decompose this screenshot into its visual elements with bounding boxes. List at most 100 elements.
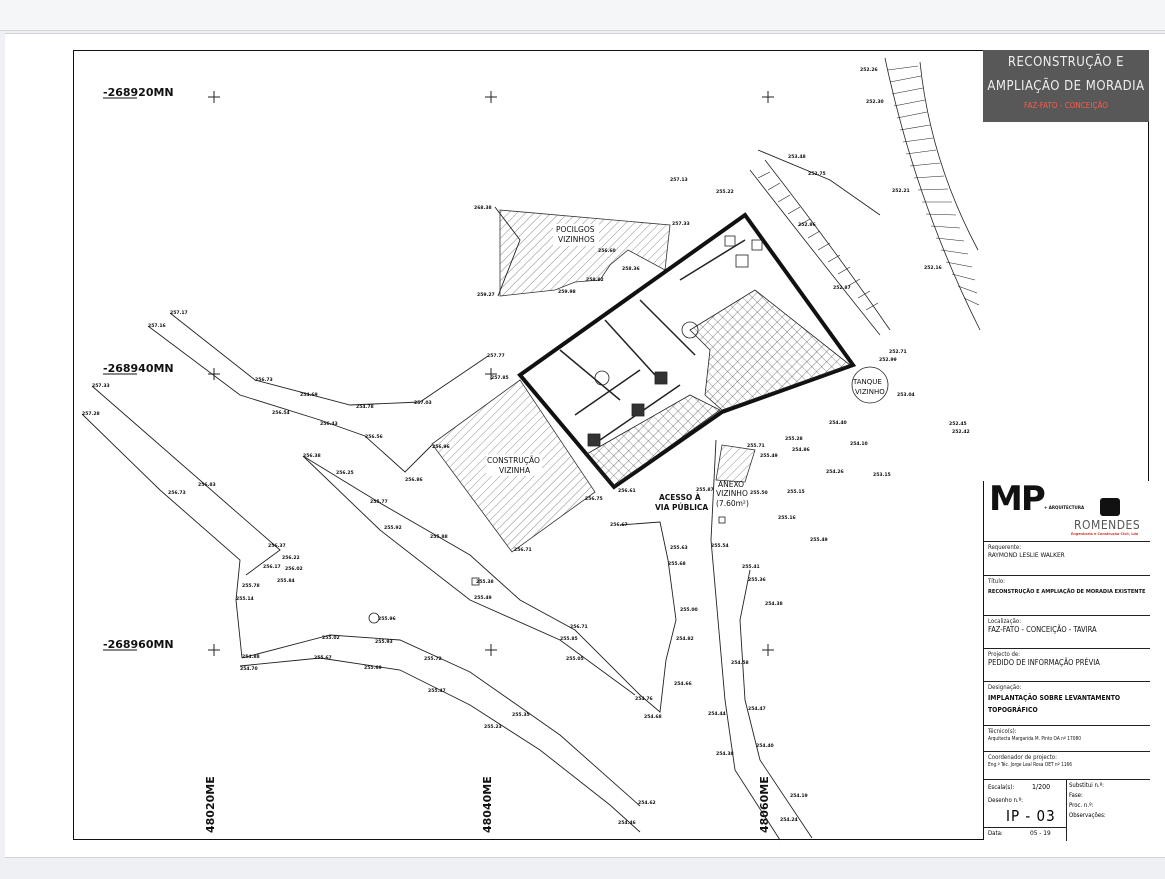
spot-level: 252.16 — [924, 265, 942, 271]
spot-level: 255.93 — [375, 639, 393, 645]
spot-level: 252.26 — [860, 67, 878, 73]
spot-level: 255.71 — [747, 443, 765, 449]
grid-crosses — [208, 91, 774, 656]
localizacao-value: FAZ-FATO - CONCEIÇÃO - TAVIRA — [988, 625, 1097, 634]
spot-level: 255.96 — [378, 616, 396, 622]
fase-label: Fase: — [1069, 792, 1083, 799]
spot-level: 254.68 — [644, 714, 662, 720]
spot-level: 255.67 — [314, 655, 332, 661]
designacao-line-1: IMPLANTAÇÃO SOBRE LEVANTAMENTO — [988, 694, 1121, 702]
substitui-label: Substitui n.º: — [1069, 782, 1104, 789]
spot-level: 255.00 — [680, 607, 698, 613]
spot-level: 255.69 — [364, 665, 382, 671]
company-sub: + ARQUITECTURA — [1044, 506, 1085, 511]
spot-level: 255.85 — [560, 636, 578, 642]
spot-level: 252.45 — [949, 421, 967, 427]
north-label-3: -268960MN — [103, 638, 174, 651]
spot-level: 256.71 — [570, 624, 588, 630]
spot-level: 256.25 — [336, 470, 354, 476]
spot-level: 252.71 — [889, 349, 907, 355]
pocilgos-label-1: POCILGOS — [556, 225, 595, 234]
spot-level: 256.43 — [320, 421, 338, 427]
acesso-label-2: VIA PÚBLICA — [655, 503, 708, 512]
north-label-2: -268940MN — [103, 362, 174, 375]
viewer-footer — [0, 858, 1165, 879]
spot-level: 255.35 — [512, 712, 530, 718]
spot-level: 253.15 — [873, 472, 891, 478]
drawing-frame — [73, 50, 1149, 840]
spot-level: 252.75 — [808, 171, 826, 177]
spot-level: 254.88 — [242, 654, 260, 660]
sheet-title-line-2: AMPLIAÇÃO DE MORADIA — [987, 79, 1145, 94]
proc-label: Proc. n.º: — [1069, 802, 1094, 809]
spot-level: 256.71 — [514, 547, 532, 553]
spot-level: 253.04 — [897, 392, 915, 398]
titulo-value: RECONSTRUÇÃO E AMPLIAÇÃO DE MORADIA EXIS… — [988, 589, 1146, 595]
spot-level: 259.98 — [558, 289, 576, 295]
tanque-vizinho — [851, 366, 889, 404]
tecnico-value: Arquitecta Margarida M. Pinto OA nº 1708… — [988, 737, 1082, 742]
viewer-toolbar — [0, 0, 1165, 31]
spot-level: 254.38 — [765, 601, 783, 607]
spot-level: 259.27 — [477, 292, 495, 298]
east-label-2: 48040ME — [481, 776, 494, 833]
projeto-row: Projecto de: PEDIDO DE INFORMAÇÃO PRÉVIA — [984, 648, 1150, 681]
spot-level: 254.38 — [716, 751, 734, 757]
spot-level: 255.36 — [748, 577, 766, 583]
data-label: Data: — [988, 830, 1003, 837]
spot-level: 254.24 — [780, 817, 798, 823]
spot-level: 255.84 — [277, 578, 295, 584]
desenho-label: Desenho n.º: — [988, 797, 1023, 804]
spot-level: 255.49 — [810, 537, 828, 543]
spot-level: 257.33 — [672, 221, 690, 227]
spot-level: 255.02 — [322, 635, 340, 641]
spot-level: 256.83 — [198, 482, 216, 488]
sheet-title-header: RECONSTRUÇÃO E AMPLIAÇÃO DE MORADIA FAZ-… — [983, 50, 1149, 122]
drawing-info: Escala(s): 1/200 Desenho n.º: IP - 03 Da… — [984, 779, 1150, 841]
spot-level: 255.77 — [370, 499, 388, 505]
spot-level: 254.66 — [674, 681, 692, 687]
requerente-value: RAYMOND LESLIE WALKER — [988, 551, 1065, 559]
spot-level: 252.99 — [879, 357, 897, 363]
spot-level: 252.42 — [952, 429, 970, 435]
escala-label: Escala(s): — [988, 784, 1015, 791]
data-value: 05 - 19 — [1030, 829, 1051, 837]
sheet-title-line-1: RECONSTRUÇÃO E — [1007, 55, 1125, 70]
anexo-vizinho — [715, 444, 756, 483]
spot-level: 253.48 — [788, 154, 806, 160]
spot-level: 254.10 — [850, 441, 868, 447]
logo-area: MP + ARQUITECTURA ROMENDES Engenharia e … — [984, 479, 1150, 541]
localizacao-row: Localização: FAZ-FATO - CONCEIÇÃO - TAVI… — [984, 615, 1150, 648]
spot-level: 255.14 — [236, 596, 254, 602]
spot-level: 268.38 — [474, 205, 492, 211]
spot-level: 256.61 — [618, 488, 636, 494]
spot-level: 254.82 — [676, 636, 694, 642]
spot-level: 257.03 — [414, 400, 432, 406]
spot-level: 256.60 — [598, 248, 616, 254]
spot-level: 256.02 — [285, 566, 303, 572]
spot-level: 258.82 — [586, 277, 604, 283]
spot-level: 255.41 — [742, 564, 760, 570]
spot-level: 258.36 — [622, 266, 640, 272]
spot-level: 254.76 — [635, 696, 653, 702]
spot-level: 254.58 — [731, 660, 749, 666]
pocilgos-area — [499, 209, 671, 297]
spot-level: 255.38 — [476, 579, 494, 585]
company-logo: MP — [989, 479, 1046, 519]
spot-level: 254.47 — [748, 706, 766, 712]
spot-level: 255.15 — [787, 489, 805, 495]
tanque-label-1: TANQUE — [852, 378, 882, 386]
anexo-label-2: VIZINHO — [716, 489, 748, 498]
desenho-value: IP - 03 — [1006, 807, 1056, 825]
coordenador-row: Coordenador de projecto: Eng.º Téc. Jorg… — [984, 751, 1150, 779]
spot-level: 254.40 — [829, 420, 847, 426]
spot-level: 255.05 — [566, 656, 584, 662]
anexo-label-1: ANEXO — [718, 480, 744, 489]
spot-level: 255.92 — [384, 525, 402, 531]
spot-level: 254.46 — [618, 820, 636, 826]
designacao-row: Designação: IMPLANTAÇÃO SOBRE LEVANTAMEN… — [984, 681, 1150, 725]
spot-level: 256.75 — [585, 496, 603, 502]
spot-level: 257.28 — [82, 411, 100, 417]
partner-logo-icon — [1100, 498, 1120, 516]
